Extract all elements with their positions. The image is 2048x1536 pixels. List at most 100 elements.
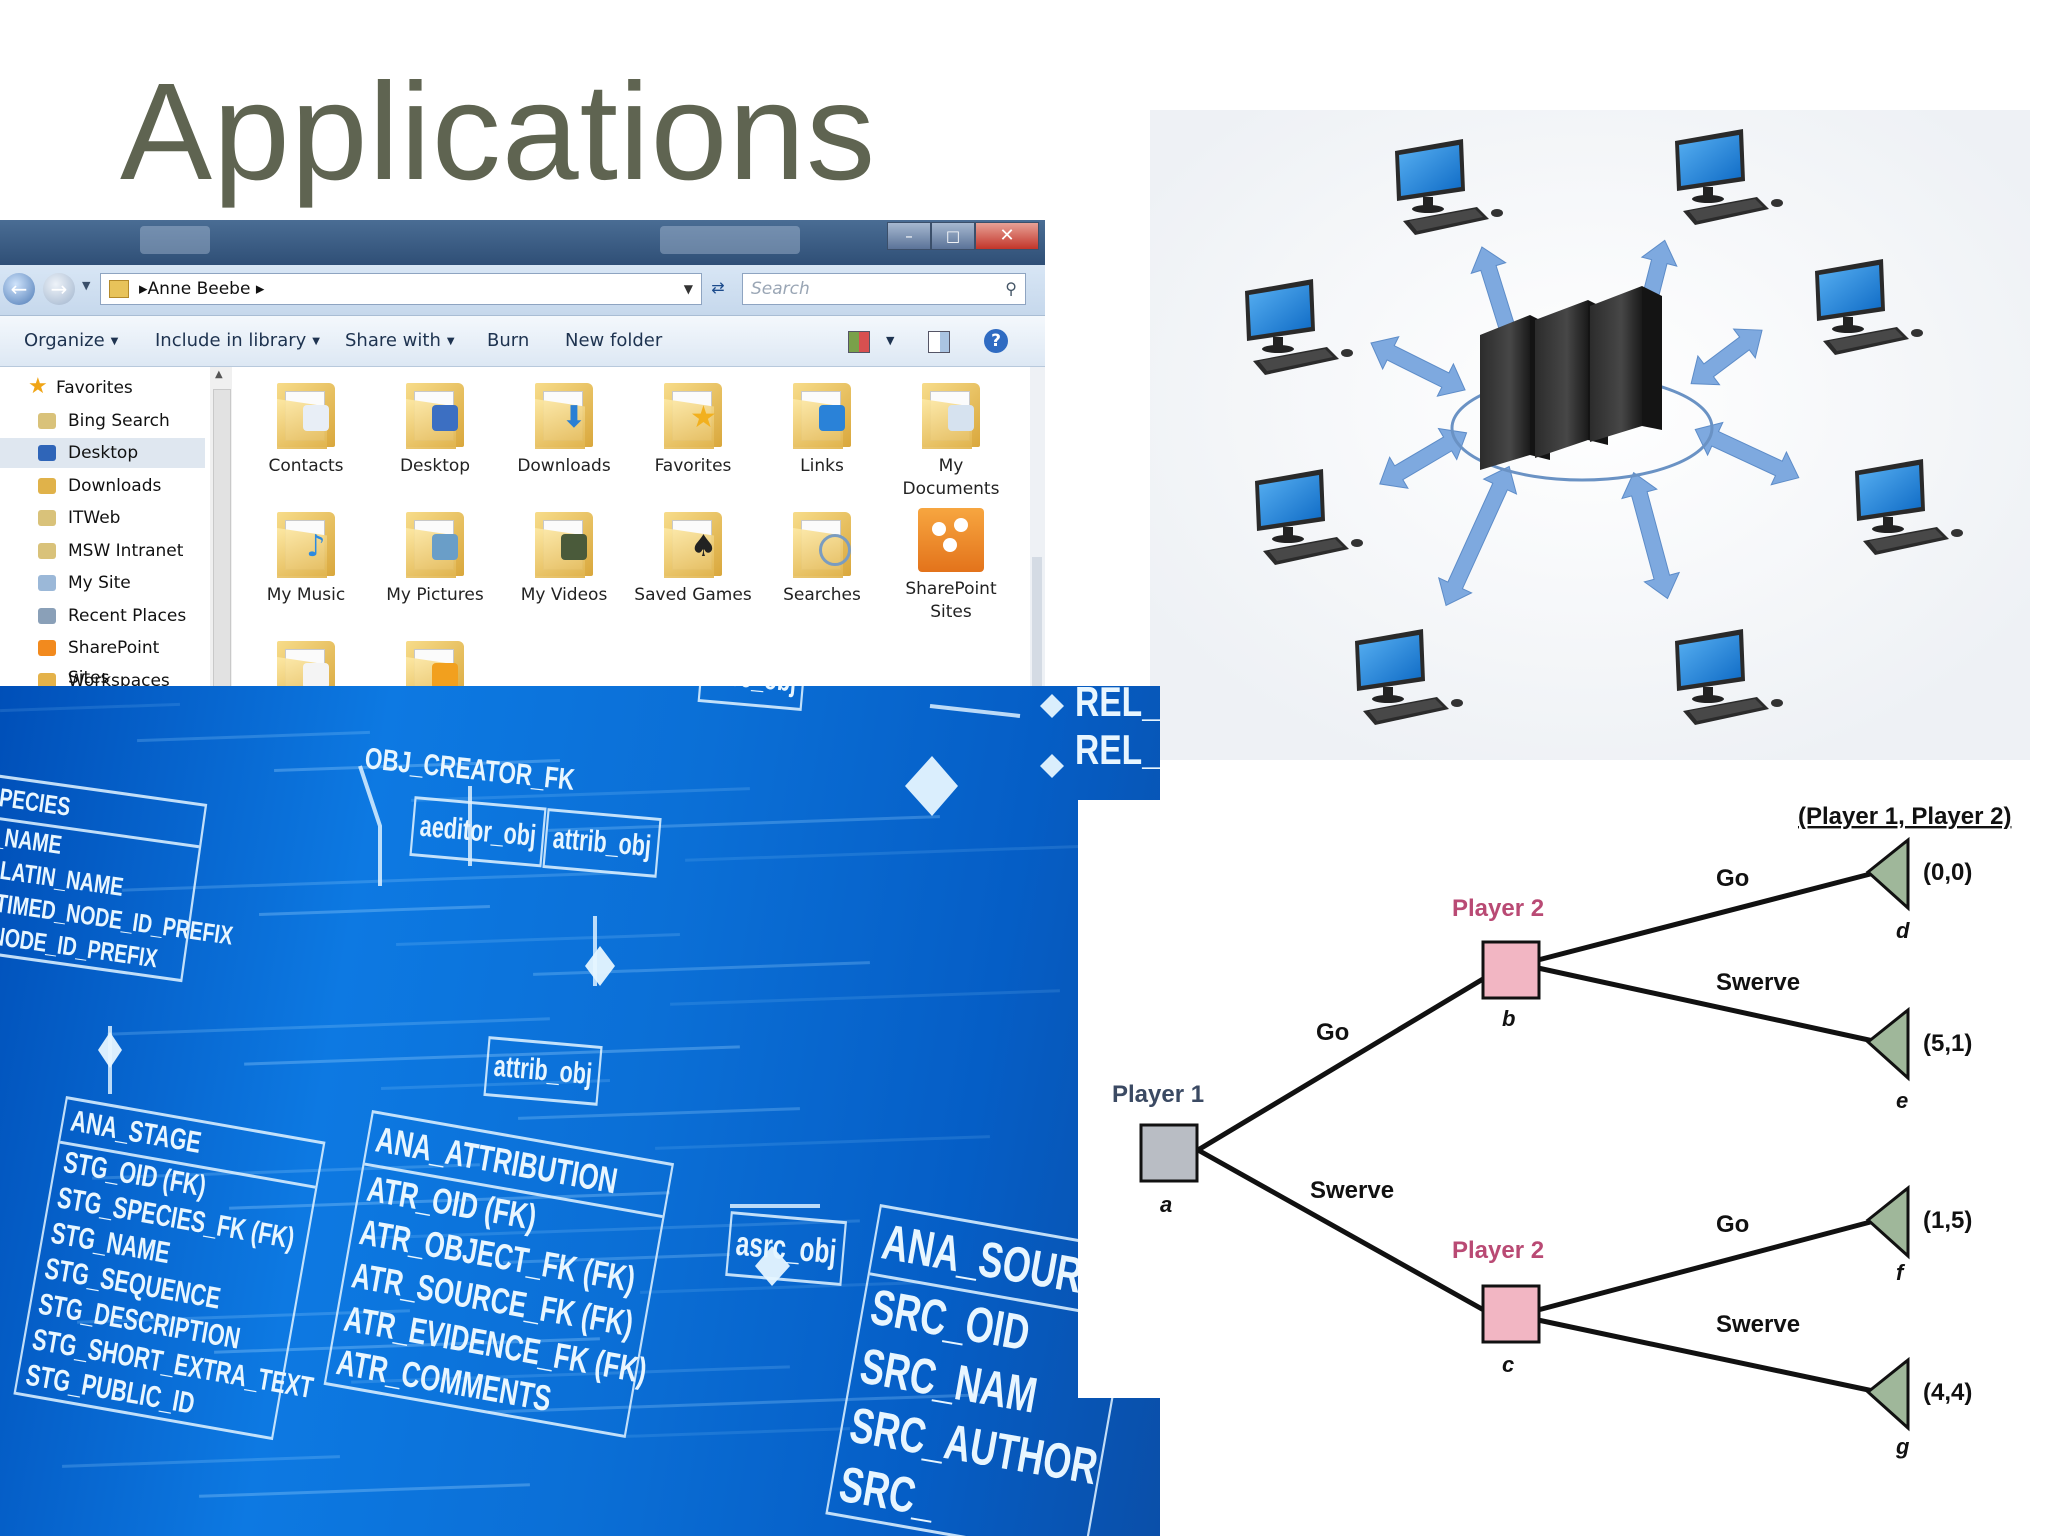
folder-item[interactable]: Contacts bbox=[244, 379, 368, 478]
help-icon[interactable]: ? bbox=[984, 329, 1008, 353]
chevron-down-icon[interactable]: ▼ bbox=[886, 334, 895, 347]
close-button[interactable]: ✕ bbox=[975, 222, 1039, 250]
folder-item[interactable]: Searches bbox=[760, 508, 884, 607]
burn-button[interactable]: Burn bbox=[487, 330, 530, 351]
links-folder-icon bbox=[793, 379, 851, 449]
edge-c-g bbox=[1537, 1317, 1879, 1395]
server-icon bbox=[1450, 286, 1714, 482]
breadcrumb-separator-icon: ▸ bbox=[139, 279, 148, 299]
workspaces-icon bbox=[38, 672, 56, 689]
folder-label: Downloads bbox=[517, 456, 611, 476]
folder-item[interactable]: ⬇Downloads bbox=[502, 379, 626, 478]
slide-title: Applications bbox=[120, 55, 877, 209]
address-bar[interactable]: ▸Anne Beebe ▸ ▼ bbox=[100, 273, 702, 305]
search-folder-icon bbox=[38, 412, 56, 429]
slide-background bbox=[1078, 800, 1160, 1398]
folder-label: Saved Games bbox=[634, 585, 752, 605]
forward-button[interactable]: → bbox=[43, 273, 75, 305]
edge-b-d bbox=[1537, 869, 1879, 963]
edge-b-d-label: Go bbox=[1716, 865, 1749, 892]
folder-label: Desktop bbox=[399, 456, 471, 476]
navigation-scrollbar[interactable]: ▲ bbox=[210, 367, 232, 733]
edge-a-c-label: Swerve bbox=[1310, 1177, 1394, 1204]
chevron-down-icon: ▼ bbox=[110, 336, 119, 347]
folder-item[interactable]: Desktop bbox=[373, 379, 497, 478]
edge-c-g-label: Swerve bbox=[1716, 1311, 1800, 1338]
sidebar-item-desktop[interactable]: Desktop bbox=[0, 438, 205, 468]
folder-item[interactable]: ♠ Saved Games bbox=[631, 508, 755, 607]
searches-folder-icon bbox=[793, 508, 851, 578]
folder-icon bbox=[109, 280, 129, 298]
node-e-label: e bbox=[1896, 1088, 1908, 1113]
address-dropdown-icon[interactable]: ▼ bbox=[683, 282, 693, 296]
payoff-header: (Player 1, Player 2) bbox=[1798, 803, 2011, 830]
star-icon: ★ bbox=[28, 374, 48, 399]
titlebar-blur bbox=[660, 226, 800, 254]
terminal-d bbox=[1865, 836, 1910, 912]
node-d-label: d bbox=[1896, 918, 1910, 943]
search-input[interactable]: Search ⚲ bbox=[742, 273, 1026, 305]
folder-item[interactable]: My Videos bbox=[502, 508, 626, 607]
scrollbar-thumb[interactable] bbox=[213, 389, 231, 733]
folder-item[interactable]: ★Favorites bbox=[631, 379, 755, 478]
minimize-button[interactable]: – bbox=[887, 222, 931, 250]
sidebar-item-bing-search[interactable]: Bing Search bbox=[0, 406, 205, 436]
payoff-f: (1,5) bbox=[1923, 1207, 1972, 1234]
database-schema-image: REL_ REL_ OBJ_CREATOR_FK aeditor_obj att… bbox=[0, 686, 1160, 1536]
scrollbar-thumb[interactable] bbox=[1032, 557, 1042, 733]
folder-label: Contacts bbox=[268, 456, 344, 476]
sidebar-item-sharepoint-sites[interactable]: SharePoint Sites bbox=[0, 633, 205, 688]
include-in-library-menu[interactable]: Include in library▼ bbox=[155, 316, 320, 367]
back-button[interactable]: ← bbox=[3, 273, 35, 305]
refresh-icon[interactable]: ⇄ bbox=[711, 278, 725, 297]
terminal-f bbox=[1865, 1184, 1910, 1260]
search-icon[interactable]: ⚲ bbox=[1005, 279, 1017, 298]
workstation-icon bbox=[1675, 629, 1783, 725]
sidebar-item-my-site[interactable]: My Site bbox=[0, 568, 205, 598]
breadcrumb-anne-beebe[interactable]: Anne Beebe bbox=[147, 279, 251, 299]
desktop-icon bbox=[38, 445, 56, 461]
site-icon bbox=[38, 575, 56, 591]
payoff-d: (0,0) bbox=[1923, 859, 1972, 886]
chevron-down-icon: ▼ bbox=[446, 336, 455, 347]
maximize-button[interactable]: □ bbox=[931, 222, 975, 250]
change-view-icon[interactable] bbox=[848, 331, 870, 353]
folder-item[interactable]: SharePoint Sites bbox=[889, 508, 1013, 624]
music-folder-icon: ♪ bbox=[277, 508, 335, 578]
share-with-menu[interactable]: Share with▼ bbox=[345, 316, 455, 367]
sidebar-item-workspaces[interactable]: Workspaces bbox=[0, 666, 205, 696]
sidebar-item-msw-intranet[interactable]: MSW Intranet bbox=[0, 536, 205, 566]
game-tree-diagram: (Player 1, Player 2) Player 1 Player 2 P… bbox=[1112, 803, 2011, 1459]
sidebar-item-itweb[interactable]: ITWeb bbox=[0, 503, 205, 533]
command-bar: Organize▼ Include in library▼ Share with… bbox=[0, 316, 1045, 367]
workstation-icon bbox=[1815, 259, 1923, 355]
navigation-bar: ← → ▼ ▸Anne Beebe ▸ ▼ ⇄ Search ⚲ bbox=[0, 265, 1045, 316]
double-arrow-icon bbox=[1621, 471, 1681, 600]
workstation-icon bbox=[1675, 129, 1783, 225]
sidebar-item-label: MSW Intranet bbox=[68, 540, 184, 561]
scroll-up-icon[interactable]: ▲ bbox=[215, 369, 223, 380]
terminal-g bbox=[1865, 1356, 1910, 1432]
player1-label: Player 1 bbox=[1112, 1081, 1204, 1108]
folder-item[interactable]: ♪My Music bbox=[244, 508, 368, 607]
window-controls: – □ ✕ bbox=[887, 222, 1039, 250]
folder-item[interactable]: My Pictures bbox=[373, 508, 497, 607]
folder-item[interactable]: Links bbox=[760, 379, 884, 478]
content-scrollbar[interactable] bbox=[1030, 367, 1045, 733]
sidebar-item-favorites[interactable]: ★Favorites bbox=[0, 373, 205, 403]
search-folder-icon bbox=[38, 542, 56, 559]
folder-label: Searches bbox=[783, 585, 861, 605]
search-placeholder: Search bbox=[751, 279, 810, 299]
sidebar-item-recent-places[interactable]: Recent Places bbox=[0, 601, 205, 631]
sidebar-item-downloads[interactable]: Downloads bbox=[0, 471, 205, 501]
organize-menu[interactable]: Organize▼ bbox=[24, 316, 118, 367]
folder-item[interactable]: My Documents bbox=[889, 379, 1013, 501]
new-folder-button[interactable]: New folder bbox=[565, 330, 663, 351]
client-server-network-illustration bbox=[1150, 110, 2030, 760]
games-folder-icon: ♠ bbox=[664, 508, 722, 578]
node-f-label: f bbox=[1896, 1260, 1906, 1285]
recent-pages-dropdown[interactable]: ▼ bbox=[82, 279, 91, 292]
preview-pane-icon[interactable] bbox=[928, 331, 950, 353]
favorites-folder-icon: ★ bbox=[664, 379, 722, 449]
